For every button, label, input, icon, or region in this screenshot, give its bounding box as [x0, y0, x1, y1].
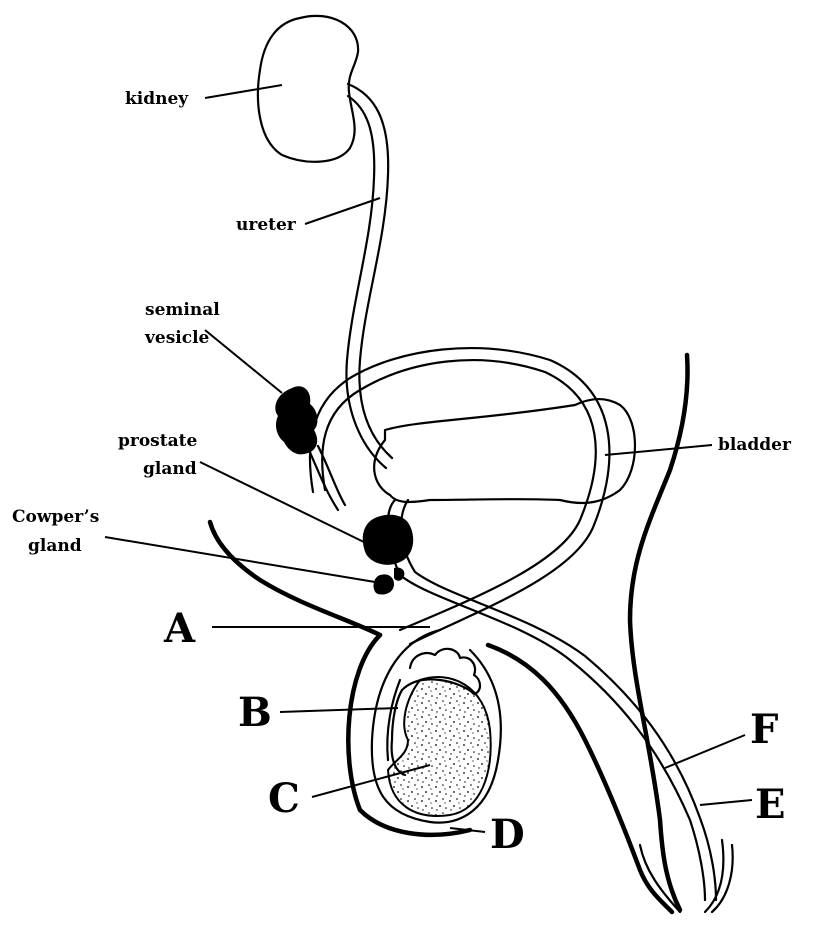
penis-outline-upper: [630, 355, 688, 910]
label-cowpers-2: gland: [28, 536, 82, 556]
label-seminal-vesicle-1: seminal: [145, 300, 220, 320]
testis-shape: [388, 677, 491, 816]
label-A: A: [163, 605, 196, 652]
penis-outline-lower: [488, 645, 672, 912]
label-cowpers-1: Cowper’s: [12, 507, 99, 527]
label-F-leader: [665, 735, 745, 768]
seminal-vesicle-leader: [205, 330, 282, 393]
kidney-shape: [258, 16, 358, 162]
cowpers-gland-shape: [374, 574, 395, 594]
vas-deferens-outer: [322, 360, 596, 630]
label-E-leader: [700, 800, 752, 805]
label-B: B: [238, 689, 272, 736]
seminal-vesicle-shape: [275, 386, 317, 454]
label-prostate-2: gland: [143, 459, 197, 479]
label-bladder: bladder: [718, 435, 792, 455]
bladder-leader: [605, 445, 712, 455]
label-kidney: kidney: [125, 89, 189, 109]
label-C: C: [268, 775, 300, 822]
label-B-leader: [280, 708, 398, 712]
seminal-vesicle-duct: [308, 446, 345, 510]
ureter-tube-inner: [346, 96, 386, 468]
label-D: D: [490, 811, 525, 858]
label-E: E: [755, 781, 786, 828]
label-F: F: [750, 706, 778, 753]
label-ureter: ureter: [236, 215, 297, 235]
label-prostate-1: prostate: [118, 431, 197, 451]
kidney-leader: [205, 85, 282, 98]
cowpers-leader: [105, 537, 375, 582]
label-seminal-vesicle-2: vesicle: [144, 328, 210, 348]
ureter-tube-outer: [348, 84, 392, 458]
ureter-leader: [305, 198, 380, 224]
